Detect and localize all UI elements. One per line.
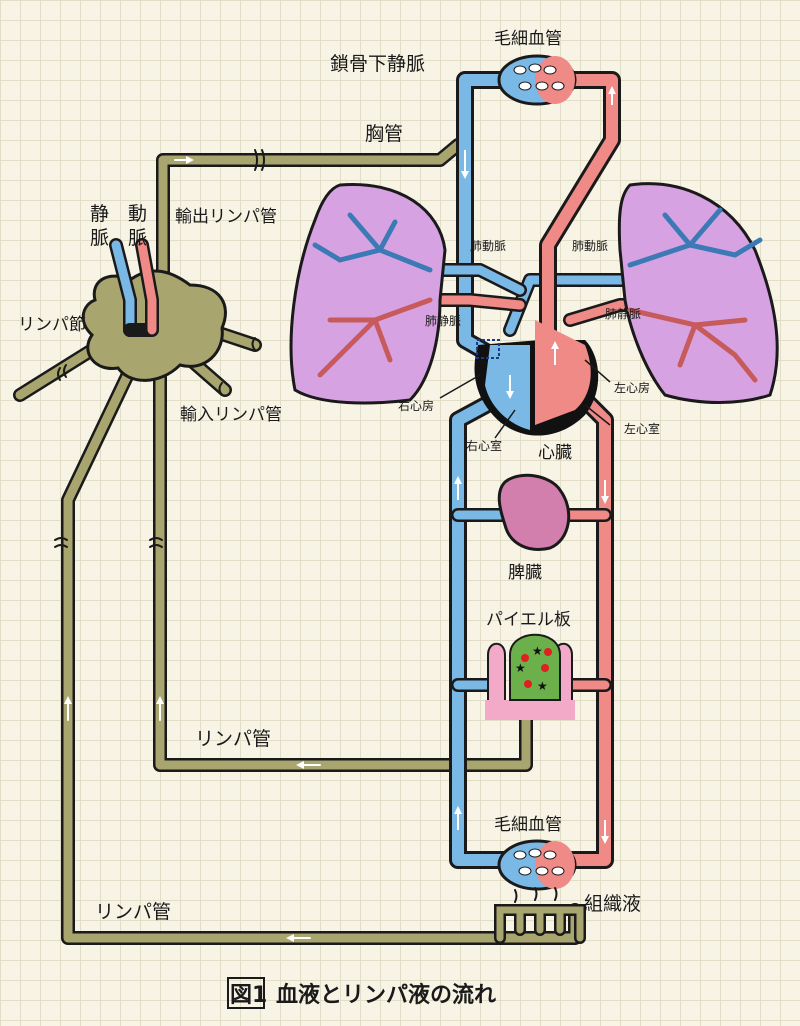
label-afferent-lymph: 輸入リンパ管 (180, 405, 282, 425)
caption-title: 血液とリンパ液の流れ (276, 982, 496, 1008)
label-capillary-bottom: 毛細血管 (494, 815, 562, 835)
label-efferent-lymph: 輸出リンパ管 (175, 207, 277, 227)
top-capillary-bed (497, 54, 577, 106)
left-lung (289, 182, 447, 405)
caption-figure-label: 図1 (230, 983, 267, 1008)
heart-left-side (535, 320, 591, 425)
label-right-atrium: 右心房 (398, 398, 434, 413)
label-spleen: 脾臓 (508, 563, 542, 583)
peyers-patch: ★ ★ ★ (485, 633, 575, 720)
svg-text:★: ★ (515, 661, 526, 675)
spleen (497, 473, 571, 551)
figure-caption: 図1 血液とリンパ液の流れ (227, 977, 496, 1009)
label-lymph-vessel-bottom: リンパ管 (95, 901, 171, 923)
artery-system (328, 71, 707, 869)
bottom-capillary-bed (497, 839, 577, 891)
label-left-ventricle: 左心室 (624, 421, 660, 436)
label-vein-top: 静 (90, 203, 109, 225)
label-left-atrium: 左心房 (614, 380, 650, 395)
label-lymph-node: リンパ節 (18, 315, 86, 335)
lymph-flow-arrows (64, 156, 321, 942)
heart (474, 320, 599, 436)
label-tissue-fluid: 組織液 (584, 893, 641, 915)
blood-flow-arrows (454, 86, 616, 844)
label-pulmonary-artery-right: 肺動脈 (572, 239, 608, 253)
right-lung (617, 182, 779, 404)
lymph-capillaries (494, 887, 586, 944)
label-heart: 心臓 (538, 443, 572, 463)
label-right-ventricle: 右心室 (466, 438, 502, 453)
label-artery-top: 動 (128, 203, 147, 225)
afferent-lymph-vessel (153, 368, 533, 772)
label-pulmonary-vein-right: 肺静脈 (605, 307, 641, 321)
heart-right-side (485, 345, 530, 430)
label-subclavian-vein: 鎖骨下静脈 (330, 53, 425, 75)
svg-text:★: ★ (532, 644, 543, 658)
labels: 毛細血管 鎖骨下静脈 胸管 輸出リンパ管 静 脈 動 脈 リンパ節 輸入リンパ管… (18, 29, 660, 923)
lymph-vessels (13, 138, 582, 945)
label-vein-bottom: 脈 (90, 227, 109, 249)
label-capillary-top: 毛細血管 (494, 29, 562, 49)
svg-text:★: ★ (537, 679, 548, 693)
label-pulmonary-artery-left: 肺動脈 (470, 239, 506, 253)
label-peyers-patch: パイエル板 (486, 610, 571, 630)
vessel-break-marks (54, 149, 265, 548)
leader-lines (439, 359, 611, 439)
label-lymph-vessel-mid: リンパ管 (195, 728, 271, 750)
label-thoracic-duct: 胸管 (365, 123, 403, 145)
label-artery-bottom: 脈 (128, 227, 147, 249)
label-pulmonary-vein-top: 肺静脈 (425, 314, 461, 328)
